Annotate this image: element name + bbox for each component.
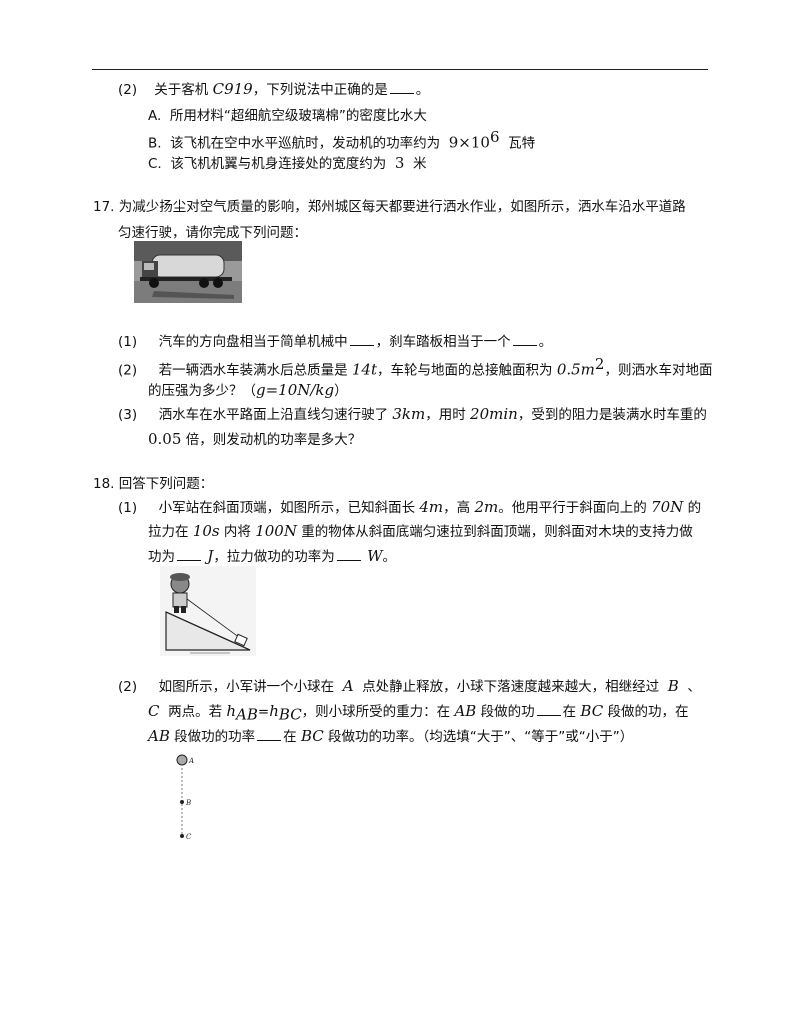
incline-diagram [160,566,256,656]
answer-blank[interactable] [536,703,561,716]
q18-part2-line3: AB 段做功的功率在 BC 段做功的功率。（均选填“大于”、“等于”或“小于”） [148,727,634,745]
q18-part1-line3: 功为 J，拉力做功的功率为 W。 [148,547,397,565]
answer-blank[interactable] [257,728,282,741]
q17-part2-line2: 的压强为多少？（g=10N/kg） [148,381,348,399]
point-b-label: B [185,799,191,807]
q18-part1-line2: 拉力在 10s 内将 100N 重的物体从斜面底端匀速拉到斜面顶端，则斜面对木块… [148,522,693,540]
q18-part2-line2: C 两点。若 hAB=hBC，则小球所受的重力：在 AB 段做的功在 BC 段做… [148,702,689,724]
q16-part2-stem: (2) 关于客机 C919，下列说法中正确的是。 [118,80,430,98]
point-a-label: A [188,757,194,765]
water-sprinkler-truck-photo [134,241,242,303]
q17-stem-line2: 匀速行驶，请你完成下列问题： [118,225,307,241]
falling-ball-diagram: A B C [170,750,206,846]
header-rule [92,69,708,70]
q17-part2-line1: (2) 若一辆洒水车装满水后总质量是 14t，车轮与地面的总接触面积为 0.5m… [118,355,713,379]
option-a[interactable]: A. 所用材料“超细航空级玻璃棉”的密度比水大 [148,108,427,124]
q18-part1-line1: (1) 小军站在斜面顶端，如图所示，已知斜面长 4m，高 2m。他用平行于斜面向… [118,498,702,516]
answer-blank[interactable] [336,548,361,561]
option-b[interactable]: B. 该飞机在空中水平巡航时，发动机的功率约为 9×106 瓦特 [148,128,536,152]
answer-blank[interactable] [177,548,201,561]
answer-blank[interactable] [512,333,537,346]
answer-blank[interactable] [349,333,374,346]
point-c-label: C [186,833,192,841]
q18-part2-line1: (2) 如图所示，小军讲一个小球在 A 点处静止释放，小球下落速度越来越大，相继… [118,677,701,695]
q18-stem: 18. 回答下列问题： [93,476,214,492]
q17-part3-line1: (3) 洒水车在水平路面上沿直线匀速行驶了 3km，用时 20min，受到的阻力… [118,405,707,423]
option-c[interactable]: C. 该飞机机翼与机身连接处的宽度约为 3 米 [148,154,427,172]
q17-part3-line2: 0.05 倍，则发动机的功率是多大？ [148,430,362,448]
q17-part1: (1) 汽车的方向盘相当于简单机械中，刹车踏板相当于一个。 [118,333,553,350]
q17-stem-line1: 17. 为减少扬尘对空气质量的影响，郑州城区每天都要进行洒水作业，如图所示，洒水… [93,199,686,215]
answer-blank[interactable] [389,81,414,94]
